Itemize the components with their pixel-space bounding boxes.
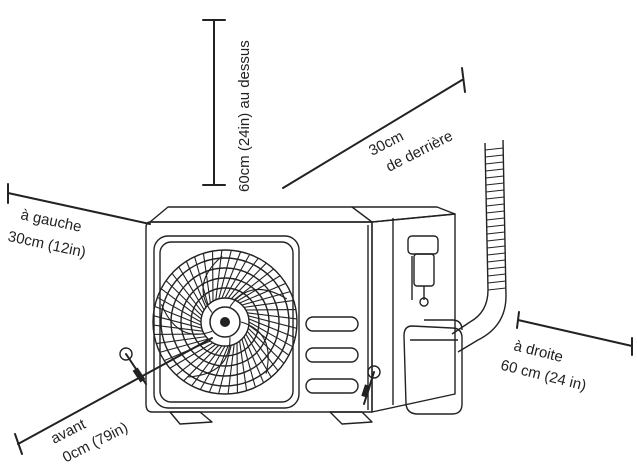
label-right-2: 60 cm (24 in) bbox=[499, 357, 588, 395]
pipe-bundle bbox=[451, 139, 507, 353]
label-right-clearance: à droite 60 cm (24 in) bbox=[499, 337, 588, 395]
anchor-bolt-right bbox=[361, 365, 381, 405]
front-clearance-marker bbox=[14, 337, 213, 455]
unit-top-face bbox=[149, 206, 373, 223]
left-clearance-marker bbox=[7, 183, 151, 225]
label-back-clearance: 30cm de derrière bbox=[366, 127, 455, 175]
vent-slots bbox=[305, 316, 359, 394]
right-clearance-marker bbox=[516, 311, 633, 356]
anchor-bolt-left bbox=[119, 347, 147, 385]
unit-feet bbox=[169, 411, 373, 425]
unit-front-face bbox=[145, 221, 373, 413]
pipe-cover bbox=[403, 319, 463, 415]
back-clearance-marker bbox=[282, 67, 466, 189]
label-top-clearance: 60cm (24in) au dessus bbox=[236, 40, 253, 192]
top-clearance-marker bbox=[202, 19, 226, 186]
unit-top-side bbox=[351, 206, 456, 223]
service-valves bbox=[407, 235, 439, 307]
fan-blades bbox=[152, 249, 298, 395]
fan-grill bbox=[152, 235, 300, 409]
unit-side-panel bbox=[371, 213, 456, 413]
label-front-clearance: avant 0cm (79in) bbox=[48, 415, 131, 466]
outdoor-unit bbox=[145, 206, 456, 425]
label-left-clearance: à gauche 30cm (12in) bbox=[6, 206, 87, 261]
